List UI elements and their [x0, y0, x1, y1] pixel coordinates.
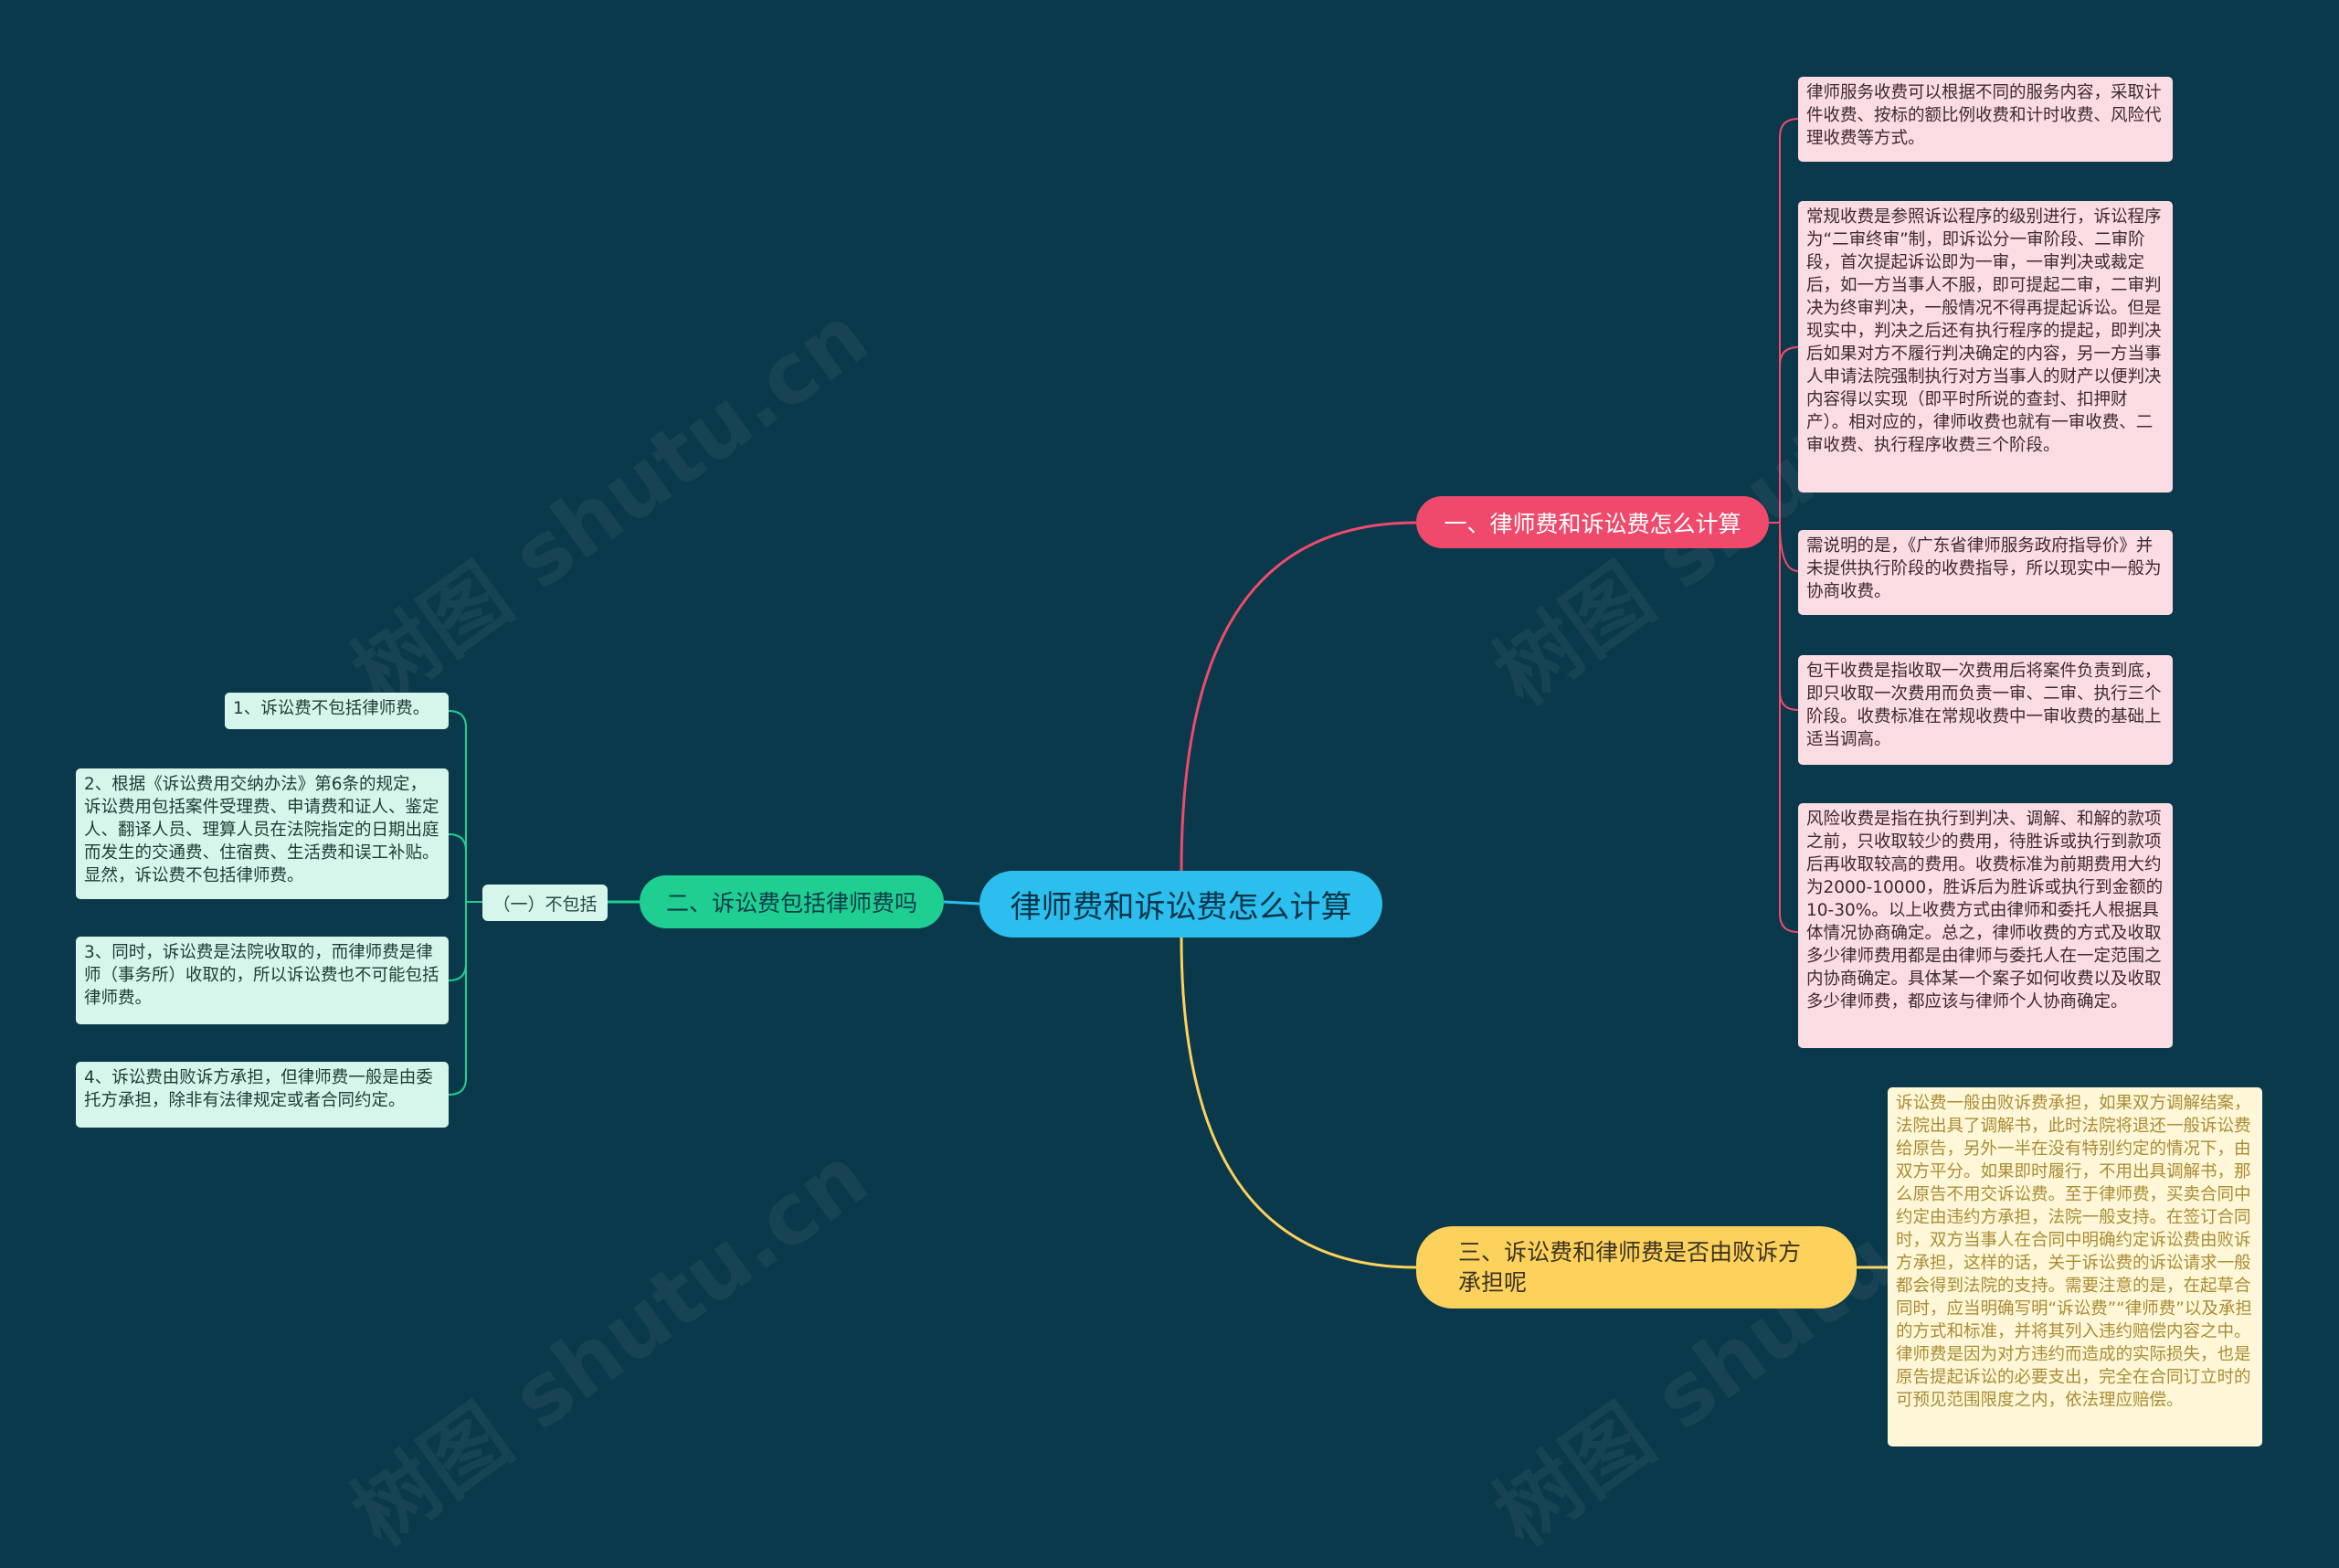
- connectors-b1-leaves: [1769, 118, 1799, 933]
- connector-central-b2: [943, 900, 980, 906]
- b2-leaf-3[interactable]: 3、同时，诉讼费是法院收取的，而律师费是律师（事务所）收取的，所以诉讼费也不可能…: [76, 937, 449, 1024]
- b1-leaf-3[interactable]: 需说明的是，《广东省律师服务政府指导价》并未提供执行阶段的收费指导，所以现实中一…: [1798, 530, 2173, 615]
- connectors-sub-leaves: [448, 710, 482, 1096]
- branch-2-subtopic[interactable]: （一）不包括: [482, 885, 608, 921]
- branch-1-topic[interactable]: 一、律师费和诉讼费怎么计算: [1416, 496, 1769, 548]
- branch-2-topic[interactable]: 二、诉讼费包括律师费吗: [640, 875, 944, 928]
- b1-leaf-4[interactable]: 包干收费是指收取一次费用后将案件负责到底，即只收取一次费用而负责一审、二审、执行…: [1798, 655, 2173, 765]
- b2-leaf-1[interactable]: 1、诉讼费不包括律师费。: [225, 693, 449, 729]
- b1-leaf-5[interactable]: 风险收费是指在执行到判决、调解、和解的款项之前，只收取较少的费用，待胜诉或执行到…: [1798, 803, 2173, 1048]
- b1-leaf-1[interactable]: 律师服务收费可以根据不同的服务内容，采取计件收费、按标的额比例收费和计时收费、风…: [1798, 77, 2173, 162]
- b3-leaf-1[interactable]: 诉讼费一般由败诉费承担，如果双方调解结案，法院出具了调解书，此时法院将退还一般诉…: [1888, 1087, 2262, 1446]
- connector-central-b1: [1180, 521, 1417, 872]
- b2-leaf-4[interactable]: 4、诉讼费由败诉方承担，但律师费一般是由委托方承担，除非有法律规定或者合同约定。: [76, 1062, 449, 1128]
- b2-leaf-2[interactable]: 2、根据《诉讼费用交纳办法》第6条的规定，诉讼费用包括案件受理费、申请费和证人、…: [76, 768, 449, 899]
- connector-lines: [448, 118, 1888, 1269]
- central-topic[interactable]: 律师费和诉讼费怎么计算: [979, 871, 1382, 938]
- branch-3-topic[interactable]: 三、诉讼费和律师费是否由败诉方承担呢: [1416, 1226, 1857, 1308]
- mind-map-canvas: 树图 shutu.cn 树图 shutu.cn 树图 shutu.cn 树图 s…: [76, 77, 2262, 1564]
- b1-leaf-2[interactable]: 常规收费是参照诉讼程序的级别进行，诉讼程序为“二审终审”制，即诉讼分一审阶段、二…: [1798, 201, 2173, 493]
- connector-central-b3: [1180, 937, 1417, 1269]
- branch-3-label: 三、诉讼费和律师费是否由败诉方承担呢: [1458, 1239, 1802, 1296]
